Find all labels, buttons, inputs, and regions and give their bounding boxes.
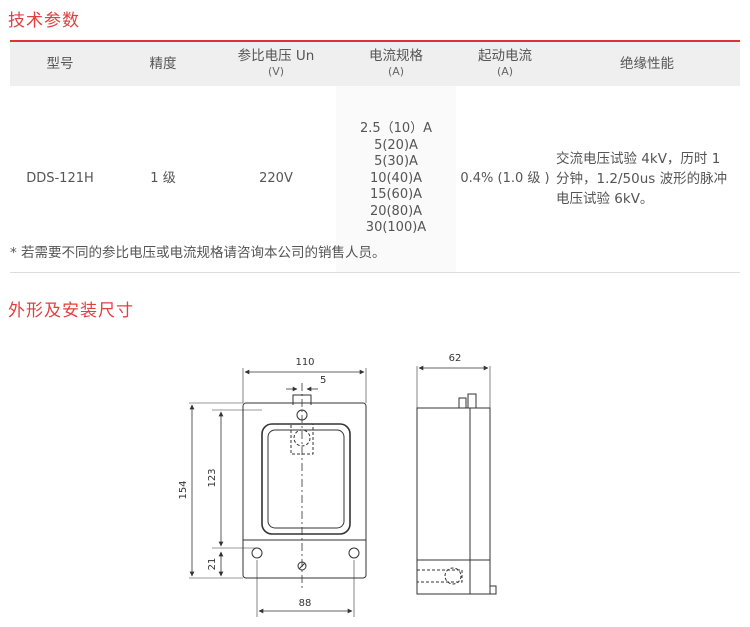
current-spec: 15(60)A [369, 187, 423, 203]
current-spec: 10(40)A [369, 170, 423, 186]
header-voltage-unit: (V) [267, 65, 285, 78]
header-voltage: 参比电压 Un(V) [216, 42, 336, 86]
table-row: DDS-121H 1 级 220V 2.5（10）A 5(20)A 5(30)A… [10, 86, 740, 273]
dim-bottom: 21 [207, 558, 218, 571]
hook-hidden-circle [293, 429, 311, 447]
header-insulation: 绝缘性能 [554, 42, 740, 86]
current-spec: 30(100)A [365, 220, 427, 236]
dim-mount-spacing: 88 [299, 598, 312, 609]
cell-accuracy: 1 级 [110, 86, 216, 273]
meter-body-front [242, 402, 367, 579]
front-dimension-lines [189, 369, 365, 614]
meter-body-side [416, 407, 491, 595]
header-current-unit: (A) [387, 65, 405, 78]
side-foot [489, 585, 497, 595]
seal-screw-slot [298, 562, 306, 570]
header-current: 电流规格(A) [336, 42, 456, 86]
window-outer [261, 423, 351, 535]
cell-starting-current: 0.4% (1.0 级 ) [456, 86, 554, 273]
header-accuracy: 精度 [110, 42, 216, 86]
side-screw-hidden [444, 567, 462, 585]
side-terminal-hidden [416, 569, 463, 583]
section-title-specs: 技术参数 [8, 11, 80, 31]
mount-hole-right [348, 547, 360, 559]
table-header-row: 型号 精度 参比电压 Un(V) 电流规格(A) 起动电流(A) 绝缘性能 [10, 42, 740, 86]
header-starting-unit: (A) [496, 65, 514, 78]
cell-insulation: 交流电压试验 4kV，历时 1 分钟，1.2/50us 波形的脉冲电压试验 6k… [554, 86, 740, 273]
dim-depth: 62 [449, 353, 462, 364]
seal-screw [297, 561, 307, 571]
side-hook-left [458, 397, 467, 409]
current-spec: 20(80)A [369, 203, 423, 219]
section-divider [10, 40, 740, 42]
dim-window-height: 123 [207, 468, 218, 487]
side-view [416, 366, 497, 595]
mount-hole-left [251, 547, 263, 559]
dim-width: 110 [295, 357, 314, 368]
side-hook-right [467, 393, 477, 409]
window-inner [267, 429, 345, 529]
header-starting-current: 起动电流(A) [456, 42, 554, 86]
current-spec: 5(30)A [374, 154, 418, 170]
section-title-dimensions: 外形及安装尺寸 [8, 301, 134, 321]
cell-voltage: 220V [216, 86, 336, 273]
current-spec: 5(20)A [374, 137, 418, 153]
cell-currents: 2.5（10）A 5(20)A 5(30)A 10(40)A 15(60)A 2… [336, 86, 456, 273]
front-view [189, 368, 367, 617]
header-model: 型号 [10, 42, 110, 86]
spec-table: 型号 精度 参比电压 Un(V) 电流规格(A) 起动电流(A) 绝缘性能 DD… [10, 42, 740, 273]
dim-height: 154 [178, 480, 189, 499]
cell-model: DDS-121H [10, 86, 110, 273]
footnote: * 若需要不同的参比电压或电流规格请咨询本公司的销售人员。 [10, 245, 386, 261]
current-spec: 2.5（10）A [359, 121, 433, 137]
dim-hook: 5 [320, 375, 326, 386]
